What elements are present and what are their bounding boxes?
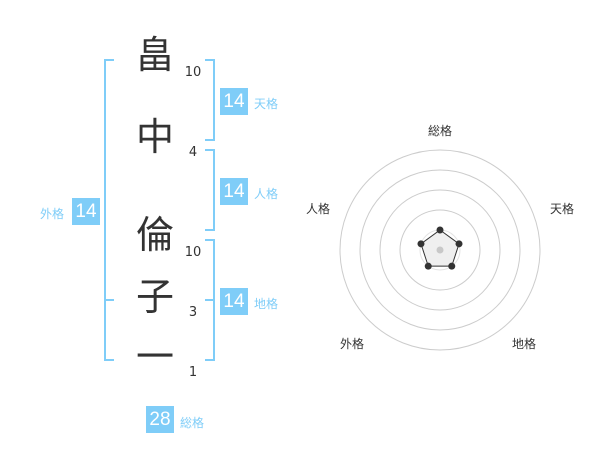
stroke-count-2: 4	[188, 145, 198, 160]
name-char-4: 子	[135, 275, 174, 319]
radar-data-point	[424, 262, 432, 270]
radar-axis-label-gaikaku: 外格	[340, 337, 365, 351]
gaikaku-bracket-tick	[106, 299, 114, 301]
tenkaku-label: 天格	[254, 97, 279, 111]
name-char-2: 中	[135, 115, 174, 159]
chikaku-bracket	[205, 239, 215, 361]
radar-grid-ring	[359, 169, 521, 331]
stroke-count-1: 10	[184, 65, 202, 80]
gaikaku-bracket	[104, 59, 114, 361]
radar-grid-ring	[339, 149, 541, 351]
chikaku-bracket-tick	[205, 299, 213, 301]
radar-axis-label-soukaku: 総格	[428, 124, 453, 138]
chikaku-label: 地格	[254, 297, 279, 311]
radar-grid-ring	[399, 209, 481, 291]
radar-data-point	[455, 240, 463, 248]
stroke-count-4: 3	[188, 305, 198, 320]
radar-center-dot	[436, 246, 444, 254]
name-char-1: 畠	[135, 33, 174, 77]
radar-grid-ring	[379, 189, 501, 311]
gaikaku-value: 14	[72, 198, 100, 225]
tenkaku-value: 14	[220, 88, 248, 115]
radar-data-point	[448, 262, 456, 270]
radar-axis-label-tenkaku: 天格	[550, 202, 575, 216]
jinkaku-bracket	[205, 149, 215, 231]
tenkaku-bracket	[205, 59, 215, 141]
jinkaku-value: 14	[220, 178, 248, 205]
radar-axis-label-chikaku: 地格	[512, 337, 537, 351]
name-char-5: 一	[135, 335, 174, 379]
name-char-3: 倫	[135, 213, 174, 257]
radar-data-point	[436, 226, 444, 234]
chikaku-value: 14	[220, 288, 248, 315]
stroke-count-5: 1	[188, 365, 198, 380]
radar-data-point	[417, 240, 425, 248]
stroke-count-3: 10	[184, 245, 202, 260]
gaikaku-label: 外格	[40, 207, 65, 221]
soukaku-label: 総格	[180, 416, 205, 430]
jinkaku-label: 人格	[254, 187, 279, 201]
radar-axis-label-jinkaku: 人格	[306, 202, 331, 216]
soukaku-value: 28	[146, 406, 174, 433]
